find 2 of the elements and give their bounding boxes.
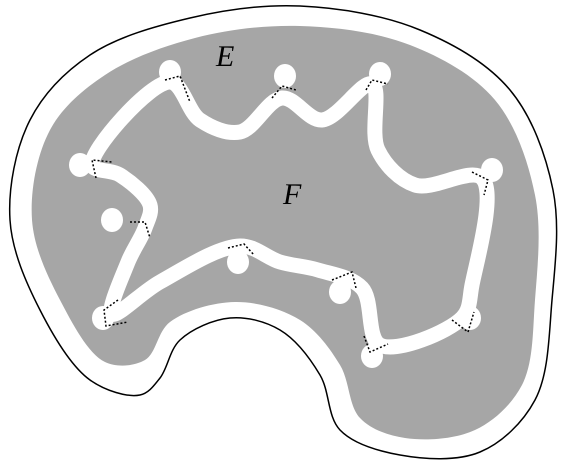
region-label: F: [283, 180, 302, 210]
region-label: E: [216, 42, 234, 72]
